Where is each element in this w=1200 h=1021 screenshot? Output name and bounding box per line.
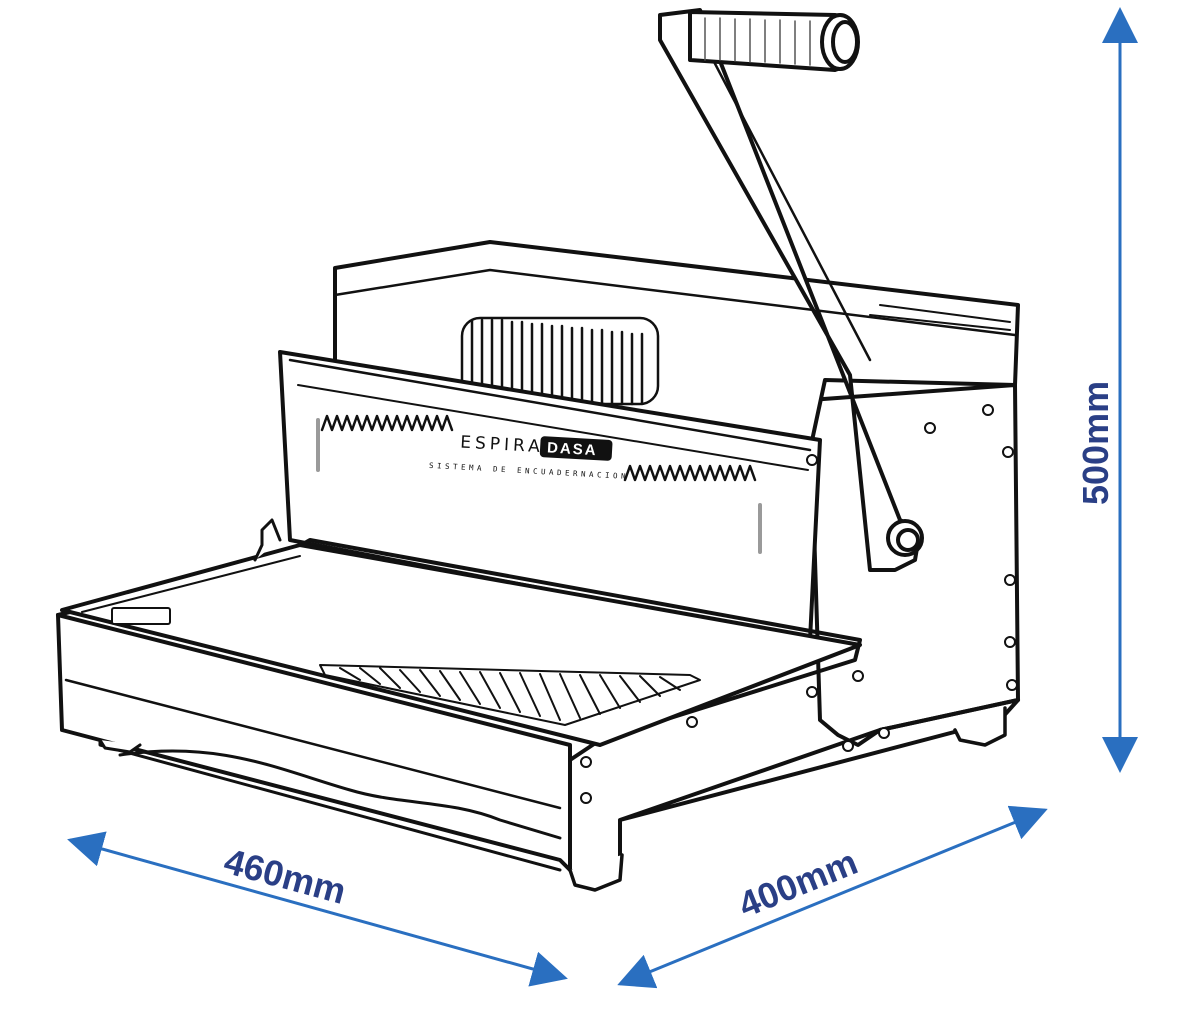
brand-name: ESPIRA [460,433,545,458]
spiral-coil-left [320,414,454,432]
spiral-coil-right [623,464,757,482]
machine-foot [98,738,142,754]
depth-arrow [617,805,1048,989]
machine-foot [953,706,1007,747]
handle-lever [658,8,922,572]
punch-die-row [319,664,701,726]
logo-text: DASA [547,439,598,459]
logo-badge [539,436,613,461]
side-panel-screws [580,404,1018,804]
height-label: 500mm [1075,381,1116,505]
dimension-arrows [67,7,1138,989]
machine-foot [568,853,624,892]
width-arrow [67,831,568,987]
machine-side-panel [808,383,1020,747]
tray-logo-mark [111,607,171,625]
